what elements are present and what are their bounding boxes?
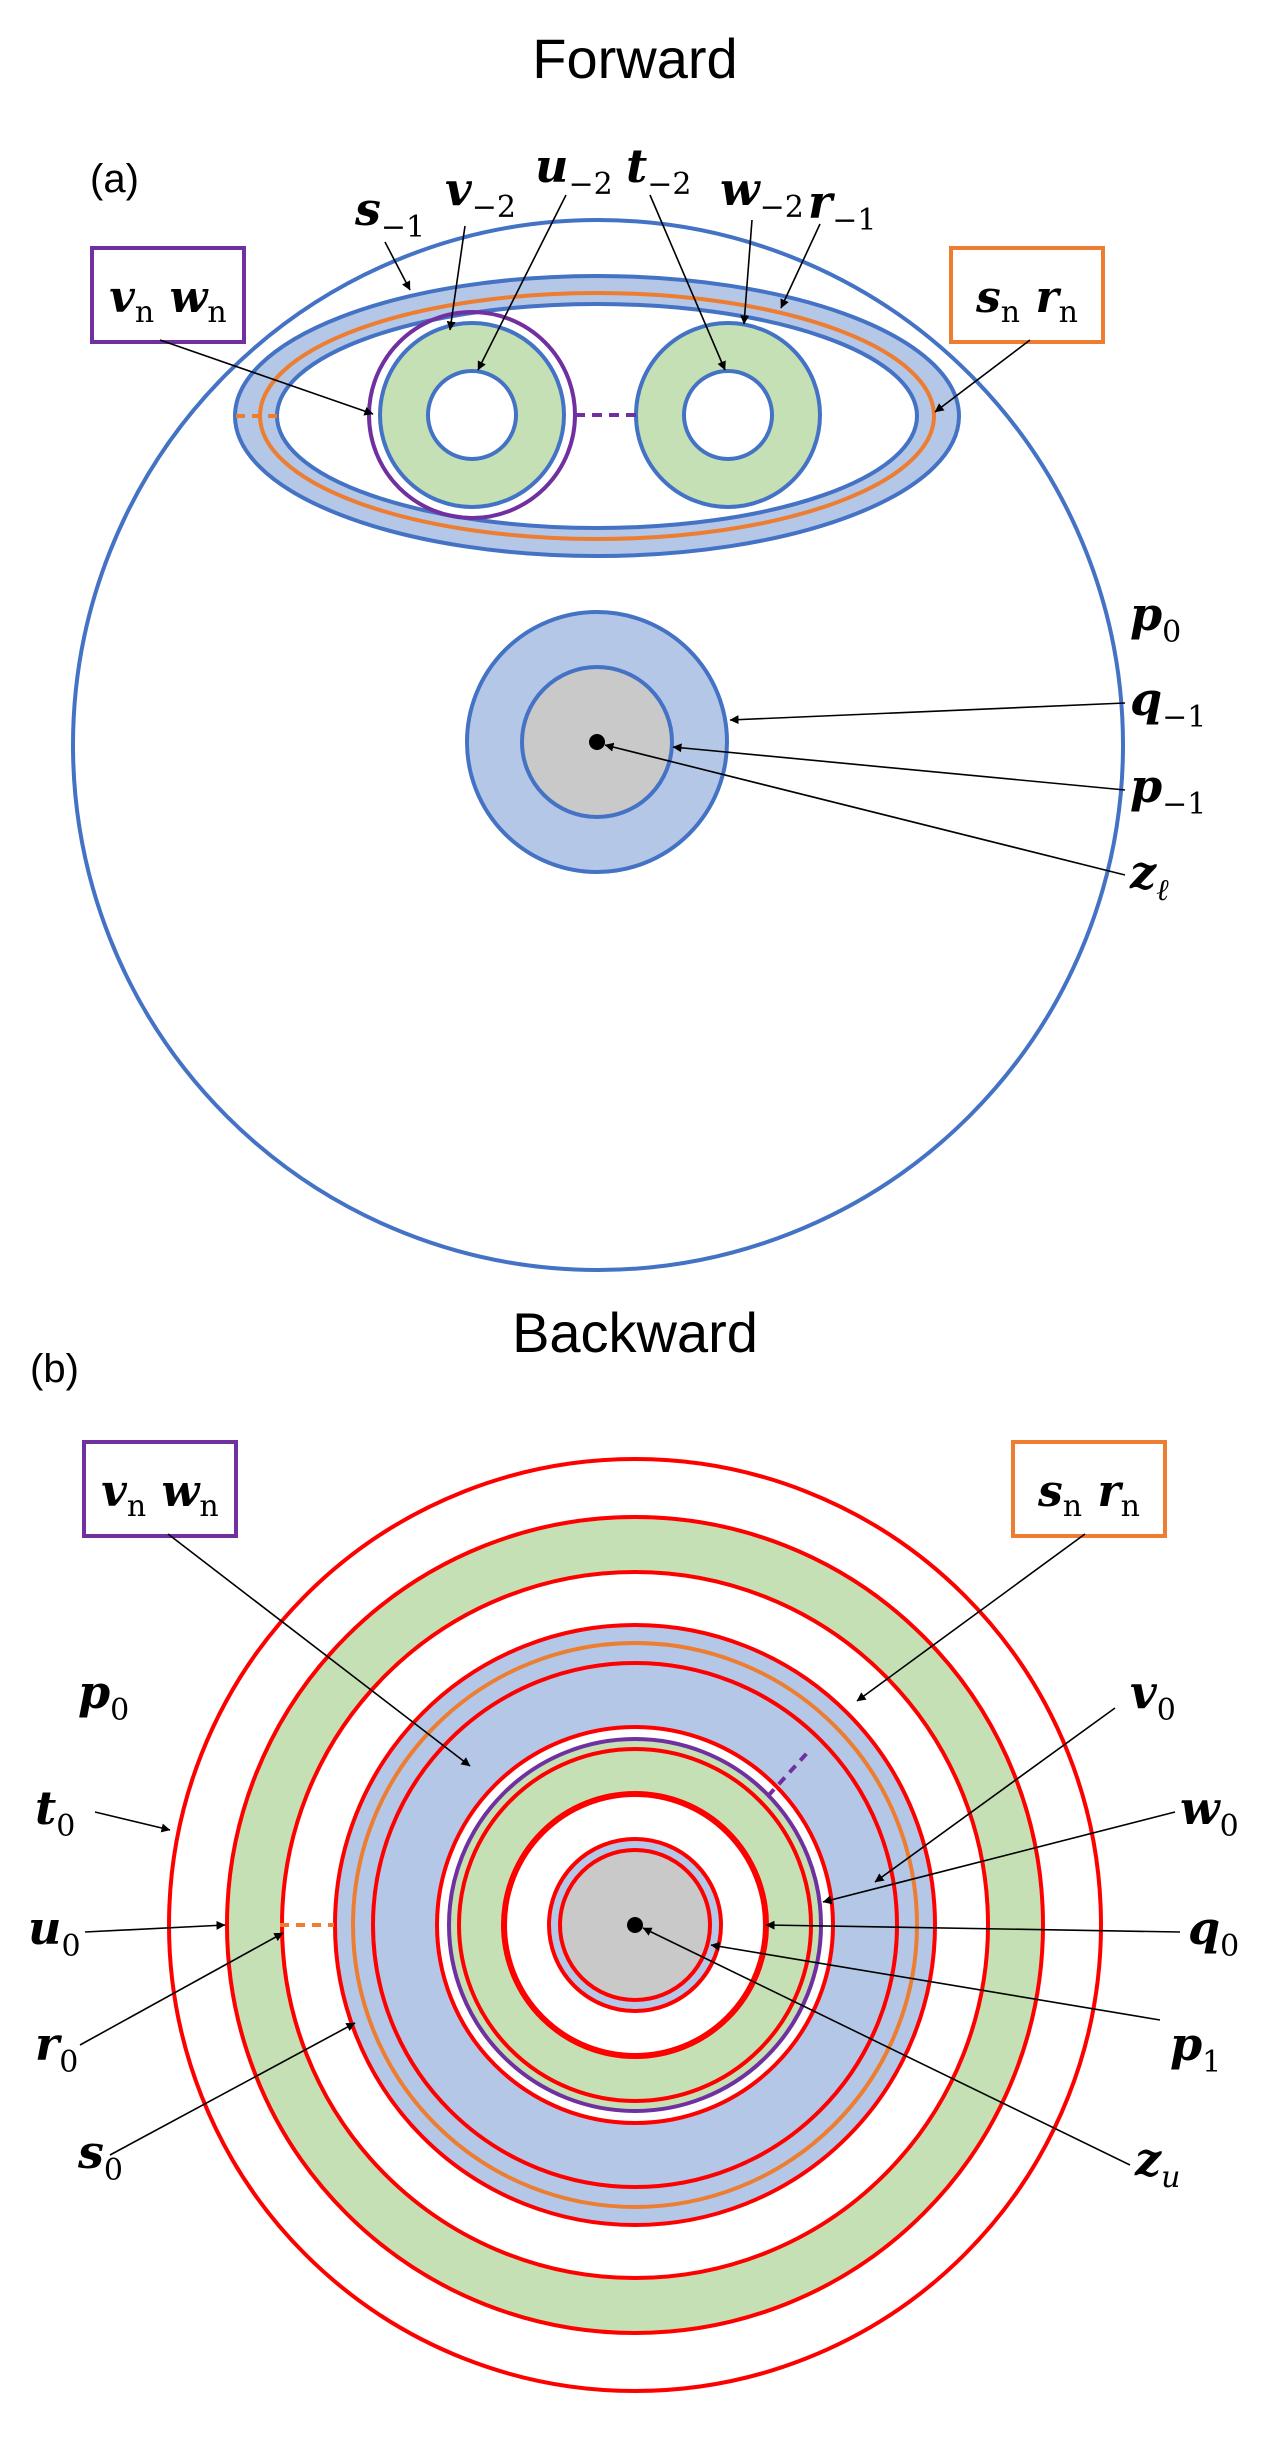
leader-u-m2 xyxy=(477,194,567,371)
right-annulus-hole xyxy=(682,369,774,461)
label-s-m1: s−1 xyxy=(354,182,425,245)
box-vn-wn-b xyxy=(82,1440,238,1538)
leader-v-m2 xyxy=(446,225,466,331)
leader-w-0 xyxy=(822,1811,1176,1905)
panel-b-tag: (b) xyxy=(30,1347,79,1391)
leader-sn-rn-b xyxy=(856,1533,1086,1702)
leader-t-m2 xyxy=(649,194,726,371)
label-q-0: q0 xyxy=(1188,1901,1239,1964)
label-v-m2: v−2 xyxy=(445,162,516,225)
label-u-0: u0 xyxy=(28,1901,81,1964)
label-r-m1: r−1 xyxy=(808,175,876,238)
panel-b-title: Backward xyxy=(512,1301,758,1364)
p0-boundary-circle xyxy=(71,218,1125,1272)
panel-a-tag: (a) xyxy=(90,157,139,201)
label-s-0: s0 xyxy=(77,2125,123,2188)
leader-q-0 xyxy=(765,1920,1181,1933)
label-v-0: v0 xyxy=(1130,1665,1176,1728)
label-r-0: r0 xyxy=(35,2017,78,2080)
orange-ring-b xyxy=(351,1641,919,2209)
box-sn-rn-b xyxy=(1011,1440,1167,1538)
leader-r-m1 xyxy=(780,223,821,309)
label-z-l: zℓ xyxy=(1129,845,1169,908)
leader-w-m2 xyxy=(740,219,753,325)
leader-r-0 xyxy=(79,1932,284,2046)
label-p-0-a: p0 xyxy=(1130,587,1181,650)
panel-a: Forward (a) vn wn sn rn xyxy=(71,27,1206,1272)
leader-vn-wn-a xyxy=(159,339,374,416)
label-w-0: w0 xyxy=(1180,1781,1239,1844)
panel-a-title: Forward xyxy=(532,27,737,90)
label-q-m1: q−1 xyxy=(1130,672,1206,735)
z-point xyxy=(589,734,605,750)
leader-z-u xyxy=(642,1927,1131,2166)
leader-sn-rn-a xyxy=(934,339,1031,413)
box-sn-rn-a-label: sn rn xyxy=(975,272,1078,330)
leader-v-0 xyxy=(874,1707,1116,1883)
label-w-m2: w−2 xyxy=(720,162,804,225)
label-z-u: zu xyxy=(1134,2132,1180,2195)
leader-u-0 xyxy=(84,1920,226,1933)
box-vn-wn-b-label: vn wn xyxy=(101,1466,218,1524)
panel-b: Backward (b) vn w xyxy=(28,1301,1239,2393)
box-vn-wn-a-label: vn wn xyxy=(109,272,226,330)
leader-s-0 xyxy=(109,2022,356,2156)
leader-p-m1 xyxy=(672,743,1126,791)
leader-z-l xyxy=(604,742,1126,876)
label-p-1: p1 xyxy=(1170,2017,1221,2080)
leader-q-m1 xyxy=(729,702,1126,725)
box-sn-rn-b-label: sn rn xyxy=(1037,1466,1140,1524)
leader-p-1 xyxy=(710,1941,1161,2021)
label-p-m1: p−1 xyxy=(1130,759,1206,822)
leader-vn-wn-b xyxy=(167,1533,471,1767)
ring-s0 xyxy=(371,1661,899,2189)
leader-s-m1 xyxy=(384,241,411,291)
label-t-0: t0 xyxy=(35,1781,75,1844)
z-point-b xyxy=(627,1917,643,1933)
label-p-0-b: p0 xyxy=(78,1665,129,1728)
purple-dashed-cut-b xyxy=(766,1750,810,1798)
left-annulus-hole xyxy=(426,369,518,461)
leader-t-0 xyxy=(94,1811,171,1833)
label-t-m2: t−2 xyxy=(626,139,691,202)
label-u-m2: u−2 xyxy=(535,139,613,202)
